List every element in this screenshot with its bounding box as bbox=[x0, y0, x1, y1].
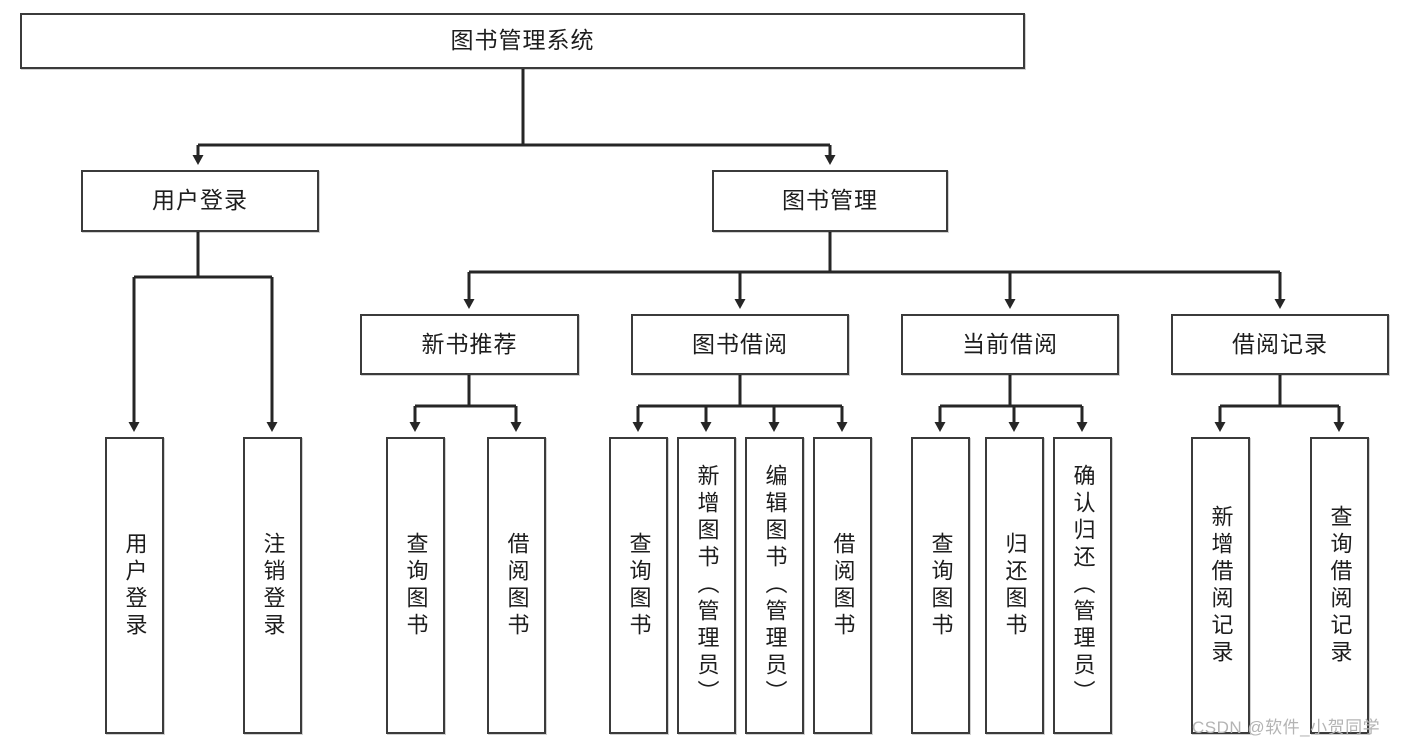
leaf-query-borrow-record[interactable]: 查询借阅记录 bbox=[1310, 437, 1369, 734]
node-borrow-record[interactable]: 借阅记录 bbox=[1171, 314, 1389, 375]
leaf-user-logout[interactable]: 注销登录 bbox=[243, 437, 302, 734]
leaf-edit-book-admin-label: 编辑图书（管理员） bbox=[762, 464, 788, 707]
leaf-borrow-book-label: 借阅图书 bbox=[830, 531, 856, 640]
leaf-query-book-current[interactable]: 查询图书 bbox=[911, 437, 970, 734]
node-book-manage[interactable]: 图书管理 bbox=[712, 170, 948, 232]
node-new-book-recommend-label: 新书推荐 bbox=[421, 330, 518, 357]
leaf-add-book-admin[interactable]: 新增图书（管理员） bbox=[677, 437, 736, 734]
leaf-query-book-borrow-label: 查询图书 bbox=[626, 531, 652, 640]
node-user-login[interactable]: 用户登录 bbox=[81, 170, 319, 232]
leaf-query-book-rec[interactable]: 查询图书 bbox=[386, 437, 445, 734]
node-new-book-recommend[interactable]: 新书推荐 bbox=[360, 314, 579, 375]
leaf-return-book-label: 归还图书 bbox=[1002, 531, 1028, 640]
leaf-user-login-label: 用户登录 bbox=[122, 531, 148, 640]
leaf-confirm-return-admin[interactable]: 确认归还（管理员） bbox=[1053, 437, 1112, 734]
node-borrow-record-label: 借阅记录 bbox=[1232, 330, 1328, 357]
node-current-borrow[interactable]: 当前借阅 bbox=[901, 314, 1119, 375]
node-book-manage-label: 图书管理 bbox=[782, 187, 878, 214]
watermark: CSDN @软件_小贺同学 bbox=[1192, 718, 1381, 737]
leaf-add-borrow-record[interactable]: 新增借阅记录 bbox=[1191, 437, 1250, 734]
leaf-borrow-book-rec-label: 借阅图书 bbox=[504, 531, 530, 640]
leaf-borrow-book[interactable]: 借阅图书 bbox=[813, 437, 872, 734]
leaf-return-book[interactable]: 归还图书 bbox=[985, 437, 1044, 734]
node-current-borrow-label: 当前借阅 bbox=[962, 330, 1058, 357]
leaf-query-book-borrow[interactable]: 查询图书 bbox=[609, 437, 668, 734]
node-root-label: 图书管理系统 bbox=[450, 27, 595, 54]
node-user-login-label: 用户登录 bbox=[152, 187, 248, 214]
leaf-query-borrow-record-label: 查询借阅记录 bbox=[1327, 504, 1353, 667]
leaf-add-borrow-record-label: 新增借阅记录 bbox=[1208, 504, 1234, 667]
node-root[interactable]: 图书管理系统 bbox=[20, 13, 1025, 69]
leaf-add-book-admin-label: 新增图书（管理员） bbox=[694, 464, 720, 707]
leaf-user-logout-label: 注销登录 bbox=[260, 531, 286, 640]
leaf-borrow-book-rec[interactable]: 借阅图书 bbox=[487, 437, 546, 734]
leaf-user-login[interactable]: 用户登录 bbox=[105, 437, 164, 734]
leaf-query-book-rec-label: 查询图书 bbox=[403, 531, 429, 640]
leaf-edit-book-admin[interactable]: 编辑图书（管理员） bbox=[745, 437, 804, 734]
leaf-confirm-return-admin-label: 确认归还（管理员） bbox=[1070, 464, 1096, 707]
node-book-borrow[interactable]: 图书借阅 bbox=[631, 314, 849, 375]
leaf-query-book-current-label: 查询图书 bbox=[928, 531, 954, 640]
node-book-borrow-label: 图书借阅 bbox=[692, 330, 788, 357]
